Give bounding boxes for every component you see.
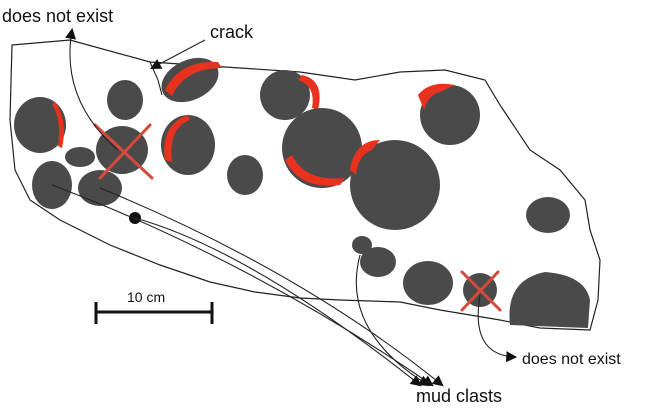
clast <box>360 247 396 277</box>
label-crack: crack <box>210 22 254 42</box>
clast <box>403 261 453 305</box>
clast <box>282 108 362 188</box>
label-does-not-exist-top: does not exist <box>2 6 113 26</box>
scale-bar <box>96 302 212 324</box>
clast <box>509 272 590 328</box>
label-mud-clasts: mud clasts <box>416 386 502 406</box>
clast <box>14 97 66 153</box>
clast <box>154 49 225 111</box>
crack-line <box>150 62 162 95</box>
clast <box>107 80 143 120</box>
label-scale: 10 cm <box>127 289 165 305</box>
label-does-not-exist-bottom: does not exist <box>522 351 621 368</box>
clast <box>227 155 263 195</box>
clast <box>526 197 570 233</box>
clast <box>65 147 95 167</box>
